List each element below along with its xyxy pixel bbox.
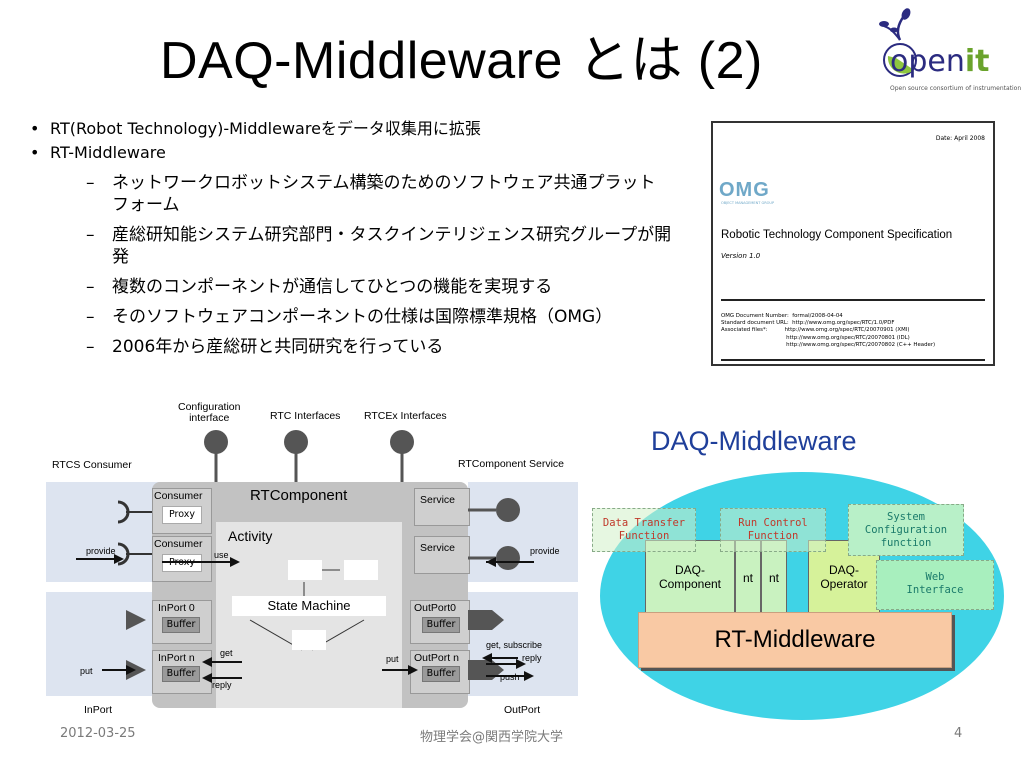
get-label: get (220, 648, 233, 658)
component-box-nt: nt (761, 540, 787, 614)
get-subscribe-label: get, subscribe (486, 640, 543, 650)
sub-bullet-item: そのソフトウェアコンポーネントの仕様は国際標準規格（OMG） (30, 306, 672, 328)
consumer-label: Consumer (154, 538, 203, 550)
logo-main-text: open (890, 44, 965, 79)
rtc-interfaces-label: RTC Interfaces (270, 410, 341, 422)
component-box-nt: nt (735, 540, 761, 614)
page-number: 4 (954, 726, 963, 741)
logo-subtitle: Open source consortium of instrumentatio… (890, 85, 1022, 92)
inport-label: InPort (84, 704, 113, 716)
buffer-box: Buffer (162, 666, 200, 682)
put-label: put (386, 654, 399, 664)
outport-label: OutPort (504, 704, 541, 716)
omg-logo-subtitle: OBJECT MANAGEMENT GROUP (721, 201, 775, 205)
daq-component-box: DAQ- Component (645, 540, 735, 614)
reply-label: reply (522, 653, 542, 663)
doc-title: Robotic Technology Component Specificati… (721, 229, 953, 241)
bullet-list: RT(Robot Technology)-Middlewareをデータ収集用に拡… (30, 118, 680, 358)
bullet-item: RT-Middleware (30, 142, 680, 164)
footer-date: 2012-03-25 (60, 726, 136, 741)
rtcs-consumer-label: RTCS Consumer (52, 459, 132, 471)
activity-label: Activity (228, 528, 273, 544)
sub-bullet-item: 2006年から産総研と共同研究を行っている (30, 336, 672, 358)
rt-middleware-box: RT-Middleware (638, 612, 952, 668)
data-transfer-function: Data Transfer Function (592, 508, 696, 552)
proxy-box: Proxy (162, 506, 202, 524)
state-machine-label: State Machine (232, 596, 386, 616)
outportn-label: OutPort n (414, 652, 459, 664)
bullet-item: RT(Robot Technology)-Middlewareをデータ収集用に拡… (30, 118, 680, 140)
inport-band (46, 592, 160, 696)
push-label: push (500, 672, 520, 682)
doc-version: Version 1.0 (721, 252, 761, 260)
top-interface-lollipops (204, 430, 414, 484)
put-label: put (80, 666, 93, 676)
provide-label: provide (86, 546, 116, 556)
buffer-box: Buffer (422, 666, 460, 682)
buffer-box: Buffer (162, 617, 200, 633)
spec-document-thumbnail: Date: April 2008 OMG OBJECT MANAGEMENT G… (711, 121, 995, 366)
rtcomponent-service-label: RTComponent Service (458, 458, 565, 470)
run-control-function: Run Control Function (720, 508, 826, 552)
openit-logo-icon (879, 8, 917, 77)
service-label: Service (420, 494, 456, 506)
daq-middleware-title: DAQ-Middleware (651, 426, 857, 456)
port-connectors (76, 498, 534, 683)
rtcex-interfaces-label: RTCEx Interfaces (364, 410, 447, 422)
rtc-diagram: Configuration interface RTC Interfaces R… (46, 400, 586, 720)
service-band (468, 482, 578, 582)
system-configuration-function: System Configuration function (848, 504, 964, 556)
web-interface: Web Interface (876, 560, 994, 610)
consumer-band (46, 482, 160, 582)
sub-bullet-item: ネットワークロボットシステム構築のためのソフトウェア共通プラットフォーム (30, 172, 672, 216)
doc-meta: OMG Document Number: formal/2008-04-04 S… (721, 313, 936, 348)
provide-label: provide (530, 546, 560, 556)
service-box-1 (414, 488, 470, 526)
consumer-label: Consumer (154, 490, 203, 502)
rtcomponent-label: RTComponent (250, 487, 348, 504)
doc-date: Date: April 2008 (935, 135, 985, 142)
footer-venue: 物理学会@関西学院大学 (420, 730, 564, 745)
use-label: use (214, 550, 229, 560)
doc-divider (721, 299, 985, 301)
outport0-label: OutPort0 (414, 602, 457, 614)
logo-wordmark: openit (890, 44, 990, 79)
inportn-label: InPort n (158, 652, 195, 664)
inport0-label: InPort 0 (158, 602, 195, 614)
state-machine-graph (249, 560, 378, 651)
sub-bullet-item: 複数のコンポーネントが通信してひとつの機能を実現する (30, 276, 672, 298)
service-label: Service (420, 542, 456, 554)
sub-bullet-item: 産総研知能システム研究部門・タスクインテリジェンス研究グループが開発 (30, 224, 672, 268)
buffer-box: Buffer (422, 617, 460, 633)
service-box-2 (414, 536, 470, 574)
page-title: DAQ-Middleware とは (2) (160, 32, 763, 90)
reply-label: reply (212, 680, 232, 690)
config-interface-label: Configuration interface (178, 401, 241, 424)
omg-logo: OMG (719, 179, 770, 201)
doc-divider (721, 359, 985, 361)
logo-accent-text: it (964, 44, 990, 79)
